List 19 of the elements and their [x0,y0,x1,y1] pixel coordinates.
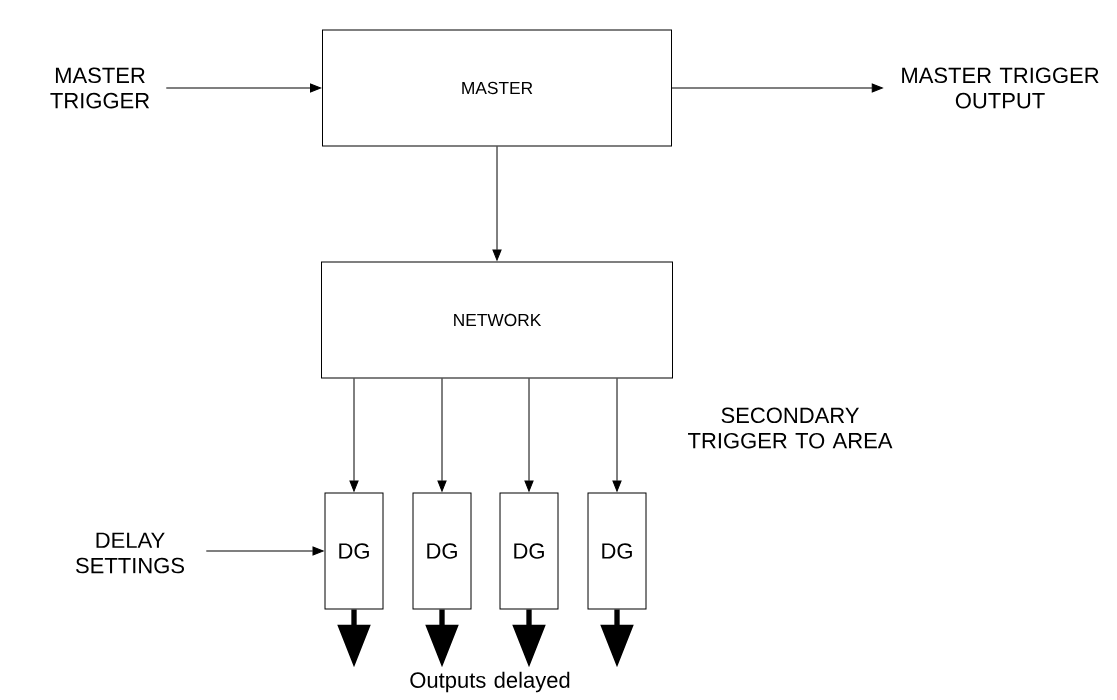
arrow [205,546,324,556]
arrow [612,378,622,492]
arrow [524,378,534,492]
input-label: DELAY SETTINGS [76,532,184,574]
arrow [165,83,322,93]
output-label: MASTER TRIGGER OUTPUT [902,67,1099,109]
annotation-text: SECONDARY TRIGGER TO AREA [688,407,893,449]
process-box: NETWORK [321,261,673,379]
arrow [492,146,502,261]
process-box: MASTER [322,29,672,147]
arrow [437,378,447,492]
delay-generator-box: DG [587,492,647,610]
delay-generator-box: DG [412,492,472,610]
input-label: MASTER TRIGGER [50,67,150,109]
delay-generator-box: DG [499,492,559,610]
delay-generator-box: DG [324,492,384,610]
arrow [671,83,883,93]
arrow [349,378,359,492]
annotation-text: Outputs delayed [410,671,570,693]
